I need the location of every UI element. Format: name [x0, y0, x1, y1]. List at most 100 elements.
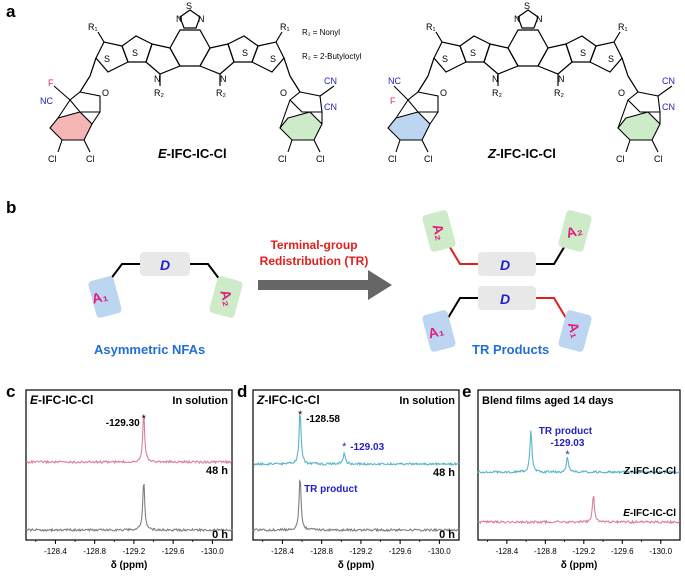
molecule-z-ifc-ic-cl: S N N S S S S N N R₂ R₂ R₁ R₁ NC F O O C…	[387, 1, 675, 164]
molecule-e-ifc-ic-cl: S N N S S S S N N R₂ R₂ R₁ R₁ F NC O O C…	[40, 1, 337, 164]
atom-cl: Cl	[48, 154, 57, 164]
nmr-chart-d: -128.4-128.8-129.2-129.6-130.0δ (ppm)Z-I…	[252, 389, 460, 571]
atom-r1: R₁	[618, 22, 628, 32]
panel-d-letter: d	[237, 382, 248, 401]
chart-title: Blend films aged 14 days	[482, 395, 613, 407]
chart-title: E-IFC-IC-Cl	[30, 393, 93, 407]
atom-s: S	[270, 54, 276, 64]
x-tick-label: -129.2	[350, 547, 373, 556]
nmr-chart-e: -128.4-128.8-129.2-129.6-130.0δ (ppm)Ble…	[477, 389, 681, 571]
atom-f: F	[48, 78, 54, 88]
x-axis-label: δ (ppm)	[338, 560, 375, 571]
arrow-shaft	[258, 280, 368, 290]
x-tick-label: -129.2	[123, 547, 146, 556]
atom-s: S	[104, 54, 110, 64]
x-tick-label: -129.6	[611, 547, 634, 556]
spectrum-trace	[252, 478, 460, 533]
atom-o: O	[440, 88, 447, 98]
atom-n: N	[536, 14, 543, 24]
r1-definition: R₁ = Nonyl	[302, 28, 341, 37]
atom-r2: R₂	[216, 88, 226, 98]
series-label-prefix: E	[623, 508, 630, 519]
chart-title-prefix: Z	[256, 393, 265, 407]
atom-o: O	[102, 88, 109, 98]
atom-r1: R₁	[280, 22, 290, 32]
peak-label: -129.03	[550, 438, 584, 449]
acceptor-a2-label: A₂	[429, 222, 449, 242]
atom-cl: Cl	[388, 154, 397, 164]
atom-n: N	[492, 74, 499, 84]
atom-n: N	[176, 14, 183, 24]
atom-f: F	[390, 96, 396, 106]
acceptor-a1-label: A₁	[565, 320, 585, 340]
x-tick-label: -128.8	[83, 547, 106, 556]
x-tick-label: -128.4	[496, 547, 519, 556]
series-label-rest: -IFC-IC-Cl	[630, 466, 676, 477]
acceptor-a2-box	[422, 210, 456, 252]
plot-frame	[252, 389, 460, 541]
series-label: E-IFC-IC-Cl	[623, 508, 676, 519]
spectrum-trace	[25, 483, 233, 533]
donor-label: D	[160, 257, 170, 273]
atom-n: N	[514, 14, 521, 24]
series-label: 48 h	[433, 467, 455, 479]
x-tick-label: -130.0	[428, 547, 451, 556]
peak-marker: *	[342, 441, 347, 453]
right-caption: TR Products	[472, 342, 550, 357]
chart-title-rest: -IFC-IC-Cl	[264, 393, 319, 407]
atom-nc: NC	[40, 96, 53, 106]
acceptor-a2-label: A₂	[217, 288, 237, 308]
acceptor-a2-box	[558, 210, 592, 252]
peak-label: -129.30	[106, 418, 140, 429]
atom-s: S	[470, 48, 476, 58]
molecule-1-name: E-IFC-IC-Cl	[158, 146, 227, 161]
acceptor-a2-box	[209, 276, 243, 318]
x-tick-label: -129.2	[572, 547, 595, 556]
molecule-2-name: Z-IFC-IC-Cl	[488, 146, 556, 161]
peak-marker: *	[142, 413, 147, 425]
atom-n: N	[198, 14, 205, 24]
atom-cl: Cl	[316, 154, 325, 164]
series-label: 0 h	[212, 529, 228, 541]
atom-s: S	[524, 1, 530, 11]
series-label-rest: -IFC-IC-Cl	[630, 508, 676, 519]
atom-r2: R₂	[554, 88, 564, 98]
x-tick-label: -129.6	[389, 547, 412, 556]
atom-cn: CN	[662, 76, 675, 86]
donor-label: D	[500, 257, 510, 273]
spectrum-trace	[477, 495, 681, 525]
atom-cn: CN	[662, 102, 675, 112]
acceptor-a1-label: A₁	[426, 322, 446, 342]
x-tick-label: -128.8	[310, 547, 333, 556]
atom-r1: R₁	[426, 22, 436, 32]
acceptor-a1-box	[558, 310, 592, 352]
series-label: 48 h	[206, 465, 228, 477]
r2-definition: R₂ = 2-Butyloctyl	[302, 52, 362, 61]
atom-o: O	[618, 88, 625, 98]
peak-marker: *	[565, 449, 570, 461]
atom-cn: CN	[324, 76, 337, 86]
spectrum-trace	[25, 417, 233, 465]
spectrum-trace	[477, 430, 681, 475]
peak-marker: *	[298, 409, 303, 421]
x-tick-label: -128.4	[44, 547, 67, 556]
x-tick-label: -129.6	[162, 547, 185, 556]
peak-label: -128.58	[306, 414, 340, 425]
atom-s: S	[442, 54, 448, 64]
acceptor-a1-label: A₁	[90, 287, 110, 307]
atom-s: S	[242, 48, 248, 58]
x-tick-label: -128.8	[534, 547, 557, 556]
donor-box	[140, 252, 190, 276]
atom-cl: Cl	[86, 154, 95, 164]
arrow-label-line1: Terminal-group	[270, 238, 358, 252]
atom-s: S	[132, 48, 138, 58]
donor-label: D	[500, 291, 510, 307]
panel-b-letter: b	[6, 198, 17, 217]
tr-schematic: D A₁ A₂ D D A₂ A₂ A₁ A₁	[88, 210, 592, 352]
atom-nc: NC	[388, 76, 401, 86]
plot-frame	[477, 389, 681, 541]
atom-cn: CN	[324, 102, 337, 112]
left-caption: Asymmetric NFAs	[94, 342, 206, 357]
series-label: 0 h	[439, 529, 455, 541]
chart-title-rest: -IFC-IC-Cl	[38, 393, 93, 407]
